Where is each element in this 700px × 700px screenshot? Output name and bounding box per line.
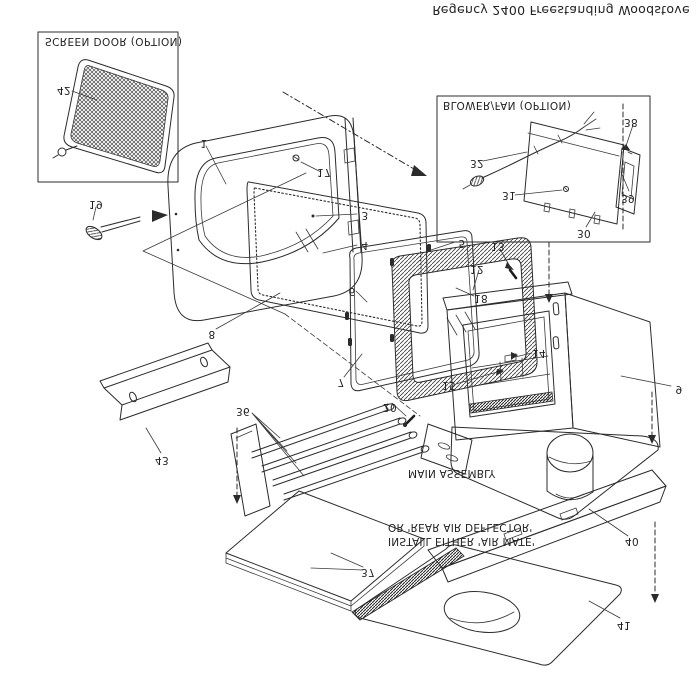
air-tube-manifold <box>230 403 473 517</box>
door-glass <box>246 181 429 334</box>
part-number-label: 9 <box>676 383 683 395</box>
part-number-label: 18 <box>474 292 488 304</box>
part-number-label: 39 <box>621 192 635 204</box>
door-handle <box>85 210 168 241</box>
part-number-label: 31 <box>502 189 516 201</box>
ember-strip <box>469 391 554 414</box>
part-number-label: 42 <box>57 84 71 96</box>
part-number-label: 36 <box>236 405 250 417</box>
part-number-label: 43 <box>155 454 169 466</box>
part-number-label: 40 <box>625 535 639 547</box>
part-number-label: 19 <box>89 198 103 210</box>
plug <box>469 175 485 187</box>
part-number-label: 20 <box>383 401 397 413</box>
part-number-label: 12 <box>470 263 484 275</box>
leader-lines <box>71 90 672 619</box>
screen-door-caption: SCREEN DOOR (OPTION) <box>45 35 182 47</box>
glass-reflection-marks <box>446 311 476 336</box>
fan-mount-bracket <box>615 147 641 215</box>
blower-inset: BLOWER/FAN (OPTION) <box>436 95 651 243</box>
inset-border <box>436 95 651 243</box>
baffle-board <box>225 490 425 612</box>
install-note-line-top: OR 'REAR AIR DEFLECTOR' <box>388 521 532 533</box>
part-labels: 42 19 1 17 3 4 8 5 6 7 18 13 12 20 36 43 37 9 14 15 40 41 30 31… <box>57 84 682 631</box>
part-number-label: 13 <box>491 240 505 252</box>
stove-top-plate <box>450 426 659 520</box>
glass-reflection-marks <box>295 228 319 253</box>
part-number-label: 4 <box>362 239 369 251</box>
latch-clip <box>552 336 560 350</box>
stove-body <box>442 268 661 520</box>
latch-clip <box>552 302 560 316</box>
blower-screw <box>563 186 569 192</box>
screen-door-handle-knob <box>57 147 67 157</box>
power-cord <box>462 111 601 190</box>
glass-gasket-ring <box>391 237 538 402</box>
part-number-label: 5 <box>459 237 466 249</box>
part-number-label: 8 <box>209 328 216 340</box>
blower-caption: BLOWER/FAN (OPTION) <box>443 99 571 111</box>
firebricks <box>471 355 551 387</box>
part-number-label: 6 <box>349 285 356 297</box>
part-number-label: 1 <box>201 137 208 149</box>
part-number-label: 32 <box>470 157 484 169</box>
outer-door <box>167 114 363 322</box>
air-mate-plate <box>351 544 622 666</box>
main-assembly-label: MAIN ASSEMBLY <box>408 467 496 479</box>
part-number-label: 37 <box>361 566 375 578</box>
handle-arrow <box>152 210 168 222</box>
hinge-strip <box>344 117 362 253</box>
page-title: Regency 2400 Freestanding Woodstove <box>432 3 690 18</box>
plate-hatched-edge <box>351 547 465 621</box>
side-panel <box>564 292 661 448</box>
mounting-bracket <box>99 342 231 421</box>
construction-lines <box>142 91 659 603</box>
tube-bracket <box>420 423 473 475</box>
part-number-label: 38 <box>624 116 638 128</box>
inset-border <box>37 31 179 183</box>
flue-collar <box>546 433 594 501</box>
glass-gasket-stipple <box>253 187 423 327</box>
part-number-label: 30 <box>577 227 591 239</box>
install-note-line-bottom: INSTALL EITHER 'AIR MATE' <box>388 535 535 547</box>
part-number-label: 7 <box>338 376 345 388</box>
part-number-label: 41 <box>617 619 631 631</box>
bottom-flange <box>442 281 573 311</box>
wire-leads <box>583 111 601 131</box>
screw-20 <box>404 414 416 426</box>
screen-door-drawing <box>52 59 175 174</box>
part-number-label: 17 <box>317 166 331 178</box>
door-screw <box>292 154 300 162</box>
part-number-label: 14 <box>532 347 546 359</box>
part-number-label: 15 <box>442 379 456 391</box>
part-number-label: 3 <box>362 209 369 221</box>
screen-door-inset: SCREEN DOOR (OPTION) <box>37 31 182 183</box>
blower-housing <box>523 121 641 225</box>
screw-13 <box>508 268 518 280</box>
